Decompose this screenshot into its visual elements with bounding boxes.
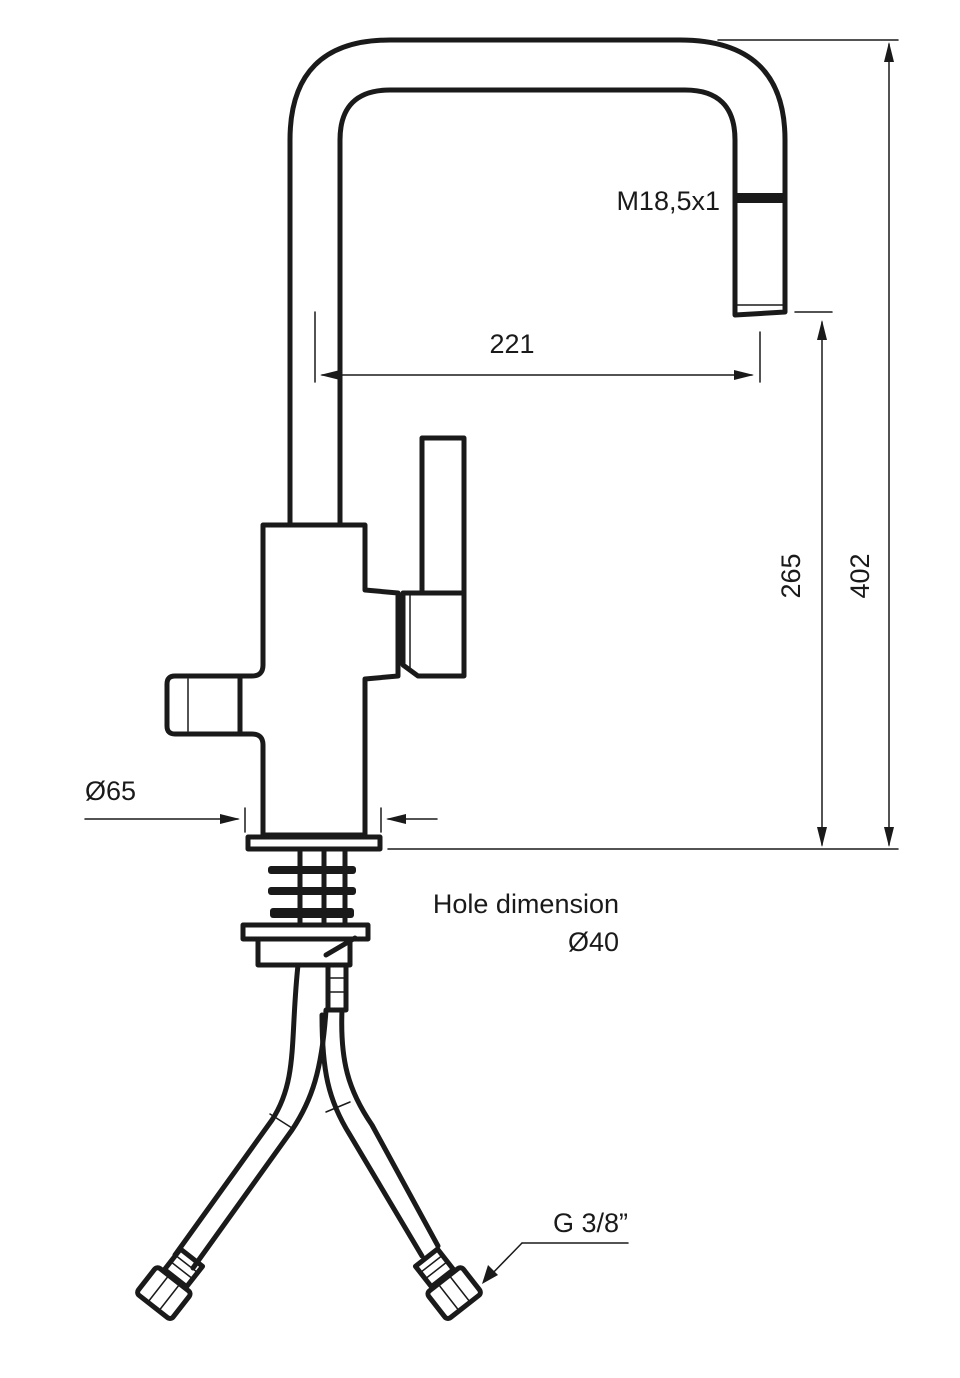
washer-3 [270, 908, 354, 918]
supply-hoses [135, 962, 483, 1321]
spout-outer-contour [287, 37, 788, 528]
fitting-left [135, 1246, 206, 1321]
reach-label: 221 [489, 329, 534, 359]
body-contour [237, 522, 401, 838]
side-tap-stub [164, 673, 243, 737]
thread-label: M18,5x1 [616, 186, 720, 216]
aerator-ring [735, 193, 785, 203]
connection-label: G 3/8” [553, 1208, 628, 1238]
hole-dimension-value: Ø40 [568, 927, 619, 957]
height-outlet-label: 265 [776, 553, 806, 598]
dimension-labels: M18,5x1 221 265 402 Ø65 Hole dimension Ø… [85, 186, 875, 1238]
fitting-right [412, 1246, 483, 1321]
hose-right-inner [339, 1007, 441, 1249]
dim-221-arrow-right [734, 370, 754, 380]
small-connector [325, 962, 349, 1013]
dim-402-arrow-top [884, 42, 894, 62]
washer-2 [268, 887, 356, 895]
dim-402-arrow-bottom [884, 827, 894, 847]
washer-1 [268, 866, 356, 874]
dim-265-arrow-top [817, 320, 827, 340]
lever-stem [419, 435, 467, 596]
dim-221-arrow-left [320, 370, 340, 380]
mounting-assembly [240, 847, 371, 1013]
hose-right-band [325, 1101, 351, 1113]
connection-leader-arrow [482, 1265, 498, 1284]
hose-right-outer [319, 1012, 425, 1259]
fitting-left-nut [135, 1265, 193, 1321]
dim-65-arrow-right [386, 814, 406, 824]
base-plate [245, 834, 383, 852]
dim-65-arrow-left [220, 814, 240, 824]
hole-dimension-title: Hole dimension [433, 889, 619, 919]
faucet-body [164, 522, 401, 838]
fitting-left-collar [162, 1246, 206, 1290]
fixing-nut [255, 936, 353, 968]
hose-left-band [269, 1113, 293, 1129]
base-diameter-label: Ø65 [85, 776, 136, 806]
fixing-nut-detail [323, 935, 358, 958]
hose-left-outer [172, 962, 301, 1258]
spout [287, 37, 788, 528]
fitting-right-nut [425, 1265, 483, 1321]
lever-handle [400, 435, 467, 679]
dimension-lines [84, 39, 899, 1284]
dim-265-arrow-bottom [817, 827, 827, 847]
lever-hub [400, 590, 467, 679]
height-total-label: 402 [845, 553, 875, 598]
